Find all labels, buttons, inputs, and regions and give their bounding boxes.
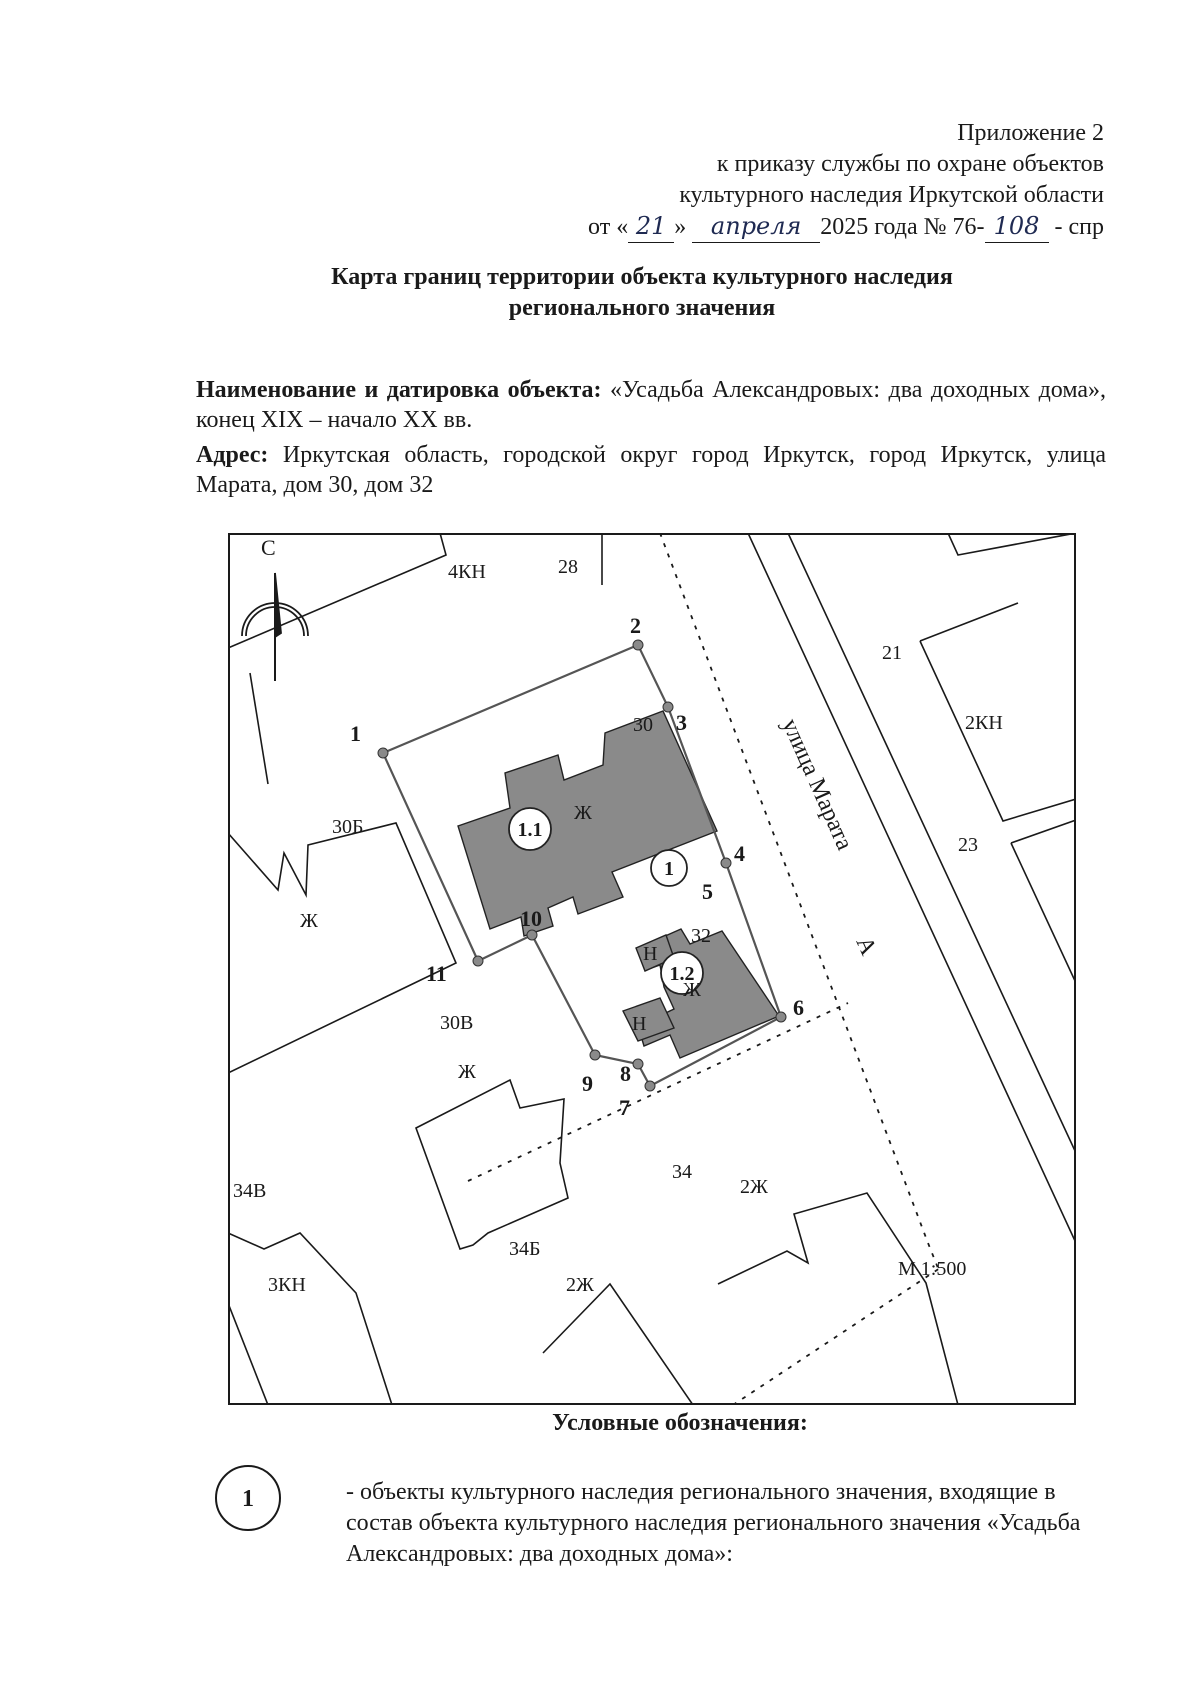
point-10 <box>526 929 538 941</box>
object-1-2-number: 1.2 <box>670 963 695 985</box>
point-label-5: 5 <box>702 879 713 904</box>
label-zh-32: Ж <box>683 979 701 1001</box>
annex-line-3: культурного наследия Иркутской области <box>679 182 1104 208</box>
annex-line-2: к приказу службы по охране объектов <box>716 151 1104 177</box>
scale-label: М 1:500 <box>898 1258 966 1280</box>
point-label-10: 10 <box>520 906 542 931</box>
point-label-1: 1 <box>350 721 361 746</box>
point-11 <box>472 955 484 967</box>
parcel-30b <box>228 822 458 1074</box>
north-arrow <box>241 572 309 681</box>
label-21: 21 <box>882 642 902 664</box>
point-label-9: 9 <box>582 1071 593 1096</box>
label-n-top: Н <box>643 943 657 965</box>
legend-description: - объекты культурного наследия региональ… <box>346 1479 1081 1567</box>
address-label: Адрес: <box>196 442 269 468</box>
title-line-1: Карта границ территории объекта культурн… <box>331 264 953 290</box>
parcel-23-2 <box>1010 842 1076 984</box>
object-description: Наименование и датировка объекта: «Усадь… <box>196 375 1106 435</box>
dashed-south-line <box>467 1002 849 1182</box>
label-23: 23 <box>958 834 978 856</box>
document-title: Карта границ территории объекта культурн… <box>180 262 1104 324</box>
point-label-7: 7 <box>619 1095 630 1120</box>
parcel-34b <box>542 1282 694 1405</box>
handwritten-number: 108 <box>984 211 1049 243</box>
handwritten-day: 21 <box>628 211 675 243</box>
point-8 <box>632 1058 644 1070</box>
label-zh-30v: Ж <box>458 1061 476 1083</box>
label-zh-main: Ж <box>574 802 592 824</box>
parcel-23 <box>1010 819 1076 844</box>
parcel-3kn-edge <box>228 1302 269 1405</box>
legend-symbol-number: 1 <box>242 1486 254 1512</box>
point-label-8: 8 <box>620 1061 631 1086</box>
point-label-11: 11 <box>426 961 447 986</box>
point-9 <box>589 1049 601 1061</box>
point-2 <box>632 639 644 651</box>
dashed-southeast-line <box>732 1267 941 1405</box>
label-2kn: 2КН <box>965 712 1003 734</box>
street-edge-2 <box>787 533 1076 1154</box>
annex-line-1: Приложение 2 <box>957 120 1104 146</box>
point-label-4: 4 <box>734 841 745 866</box>
label-2zh-34b: 2Ж <box>566 1274 594 1296</box>
parcel-4kn <box>228 533 447 649</box>
map-frame <box>228 533 1076 1405</box>
date-prefix: от « <box>588 214 629 240</box>
point-4 <box>720 857 732 869</box>
building-30 <box>457 710 718 937</box>
annex-n-bottom <box>622 997 675 1042</box>
parcel-21-2 <box>919 640 1076 822</box>
label-28: 28 <box>558 556 578 578</box>
point-1 <box>377 747 389 759</box>
date-mid: » <box>674 214 687 240</box>
territory-map: С 4КН 28 21 2КН 23 30 Ж 30Б Ж 32 Н Ж Н 3… <box>228 533 1076 1405</box>
object-text: «Усадьба Александровых: два доходных дом… <box>196 377 1106 433</box>
legend-title: Условные обозначения: <box>552 1410 808 1436</box>
point-label-3: 3 <box>676 710 687 735</box>
label-34: 34 <box>672 1161 692 1183</box>
street-label: улица Марата <box>777 715 858 854</box>
handwritten-month: апреля <box>692 211 821 243</box>
legend-object-symbol: 1 <box>215 1465 281 1531</box>
object-label: Наименование и датировка объекта: <box>196 377 602 403</box>
point-label-2: 2 <box>630 613 641 638</box>
address-text: Иркутская область, городской округ город… <box>196 442 1107 498</box>
number-suffix: - спр <box>1048 214 1105 240</box>
point-6 <box>775 1011 787 1023</box>
parcel-top-right <box>947 533 1076 556</box>
label-30b: 30Б <box>332 816 363 838</box>
label-34b: 34Б <box>509 1238 540 1260</box>
road-letter: А <box>851 933 882 960</box>
address: Адрес: Иркутская область, городской окру… <box>196 440 1106 500</box>
title-line-2: регионального значения <box>508 295 776 321</box>
object-1-number: 1 <box>664 858 674 880</box>
object-1-2-marker <box>660 951 704 995</box>
label-30: 30 <box>633 714 653 736</box>
label-n-bottom: Н <box>632 1013 646 1035</box>
label-2zh-34: 2Ж <box>740 1176 768 1198</box>
parcel-30v <box>415 1078 569 1250</box>
point-label-6: 6 <box>793 995 804 1020</box>
point-7 <box>644 1080 656 1092</box>
label-zh-30b: Ж <box>300 910 318 932</box>
parcel-34 <box>717 1192 959 1405</box>
north-label: С <box>261 535 276 560</box>
year-text: 2025 года № 76- <box>820 214 985 240</box>
annex-header: Приложение 2 к приказу службы по охране … <box>404 118 1104 243</box>
label-4kn: 4КН <box>448 561 486 583</box>
label-34v: 34В <box>233 1180 266 1202</box>
object-1-marker <box>650 849 688 887</box>
parcel-upper-left <box>249 672 269 785</box>
parcel-21 <box>919 602 1019 642</box>
object-1-1-marker <box>508 807 552 851</box>
point-3 <box>662 701 674 713</box>
label-32: 32 <box>691 925 711 947</box>
label-3kn: 3КН <box>268 1274 306 1296</box>
street-edge-1 <box>747 533 1076 1244</box>
label-30v: 30В <box>440 1012 473 1034</box>
object-1-1-number: 1.1 <box>518 819 543 841</box>
parcel-34v <box>228 1232 393 1405</box>
